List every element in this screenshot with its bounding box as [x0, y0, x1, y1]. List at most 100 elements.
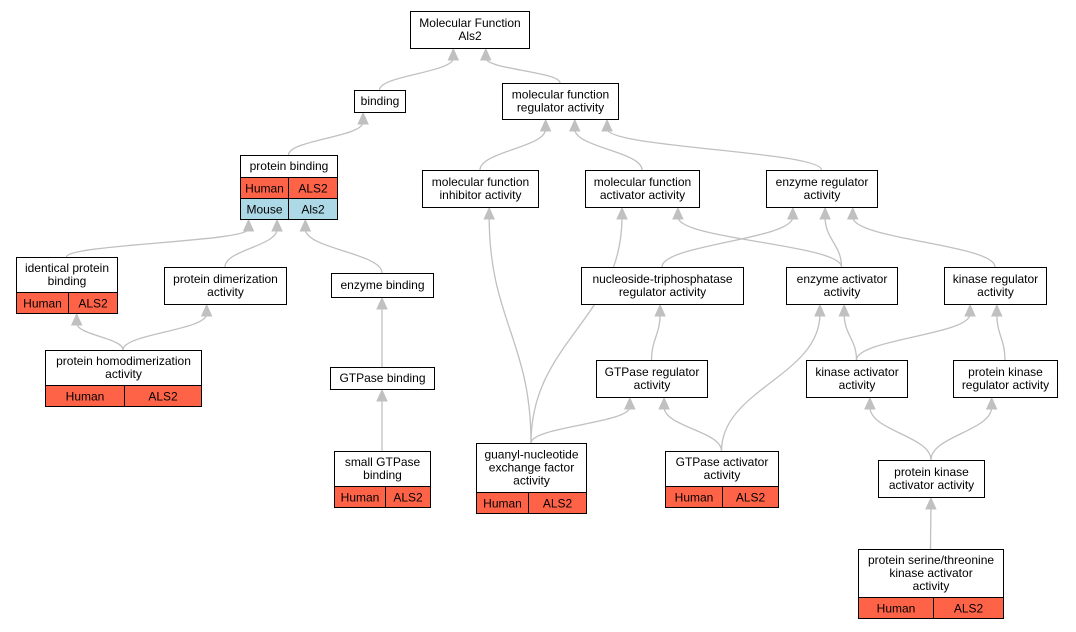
arrowhead — [846, 206, 859, 220]
gene-symbol-label: ALS2 — [736, 491, 766, 505]
gene-cell — [722, 486, 779, 508]
term-box — [878, 460, 985, 498]
gene-symbol-label: ALS2 — [298, 182, 328, 196]
term-label: activity — [513, 474, 550, 488]
arrowhead — [838, 303, 850, 317]
term-label: kinase activator — [815, 365, 898, 379]
term-label: GTPase regulator — [605, 365, 700, 379]
term-box — [334, 451, 431, 487]
arrowhead — [242, 218, 255, 232]
arrowhead — [925, 496, 937, 510]
go-term-node-enzyme_binding[interactable]: enzyme binding — [331, 273, 434, 298]
term-label: exchange factor — [489, 461, 574, 475]
edge-enzyme_activator-to-mf_activator — [677, 216, 843, 268]
edge-enzyme_regulator-to-mf_regulator — [606, 128, 823, 171]
species-label: Human — [66, 390, 105, 404]
term-label: regulator activity — [619, 285, 706, 299]
term-label: activity — [704, 468, 741, 482]
term-box — [585, 170, 700, 208]
gene-symbol-label: Als2 — [301, 203, 325, 217]
arrowhead — [357, 111, 369, 125]
arrowhead — [864, 396, 876, 410]
arrowhead — [200, 303, 213, 317]
term-label: activity — [804, 188, 841, 202]
edge-mf_activator-to-mf_regulator — [574, 128, 643, 171]
term-label: activator activity — [889, 478, 974, 492]
term-box — [766, 170, 878, 208]
term-label: regulator activity — [517, 101, 604, 115]
term-label: GTPase binding — [339, 371, 425, 385]
edge-pk_activator-to-kinase_activator — [869, 406, 932, 461]
term-label: activity — [207, 285, 244, 299]
edge-gtpase_activator-to-enzyme_activator — [720, 313, 821, 452]
arrowhead — [271, 218, 283, 232]
term-label: molecular function — [432, 175, 529, 189]
arrowhead — [787, 206, 799, 220]
edge-gtpase_regulator-to-ntpase_reg — [650, 313, 661, 361]
edge-guanyl-to-gtpase_regulator — [530, 406, 631, 444]
term-label: protein kinase — [894, 465, 969, 479]
arrowhead — [624, 396, 636, 410]
term-label: identical protein — [25, 261, 109, 275]
go-term-node-gtpase_binding[interactable]: GTPase binding — [330, 367, 435, 390]
term-label: molecular function — [512, 87, 609, 101]
term-box — [164, 267, 287, 305]
species-label: Human — [483, 497, 522, 511]
edge-protein_binding-to-binding — [287, 121, 364, 156]
term-box — [422, 170, 539, 208]
arrowhead — [964, 303, 976, 317]
term-label: binding — [363, 468, 402, 482]
edge-guanyl-to-mf_activator — [530, 216, 623, 444]
term-box — [806, 360, 908, 398]
go-term-node-binding[interactable]: binding — [354, 90, 406, 113]
edge-protein_dimer-to-protein_binding — [224, 228, 278, 268]
term-box — [944, 267, 1047, 305]
arrowhead — [819, 206, 831, 220]
edge-protein_homodimer-to-protein_dimer — [122, 313, 208, 351]
term-box — [502, 83, 619, 120]
arrowhead — [483, 206, 495, 220]
term-label: small GTPase — [345, 455, 421, 469]
arrowhead — [299, 218, 312, 232]
edge-kinase_activator-to-enzyme_activator — [843, 313, 858, 361]
term-label: nucleoside-triphosphatase — [592, 272, 732, 286]
arrowhead — [991, 303, 1003, 317]
edge-kinase_regulator-to-enzyme_regulator — [852, 216, 996, 268]
term-label: GTPase activator — [676, 455, 769, 469]
arrowhead — [601, 118, 613, 132]
arrowhead — [814, 303, 826, 317]
edge-protein_homodimer-to-identical_pb — [76, 322, 124, 351]
term-label: activity — [839, 378, 876, 392]
gene-cell — [288, 198, 338, 220]
edge-guanyl-to-mf_inhibitor — [488, 216, 532, 444]
